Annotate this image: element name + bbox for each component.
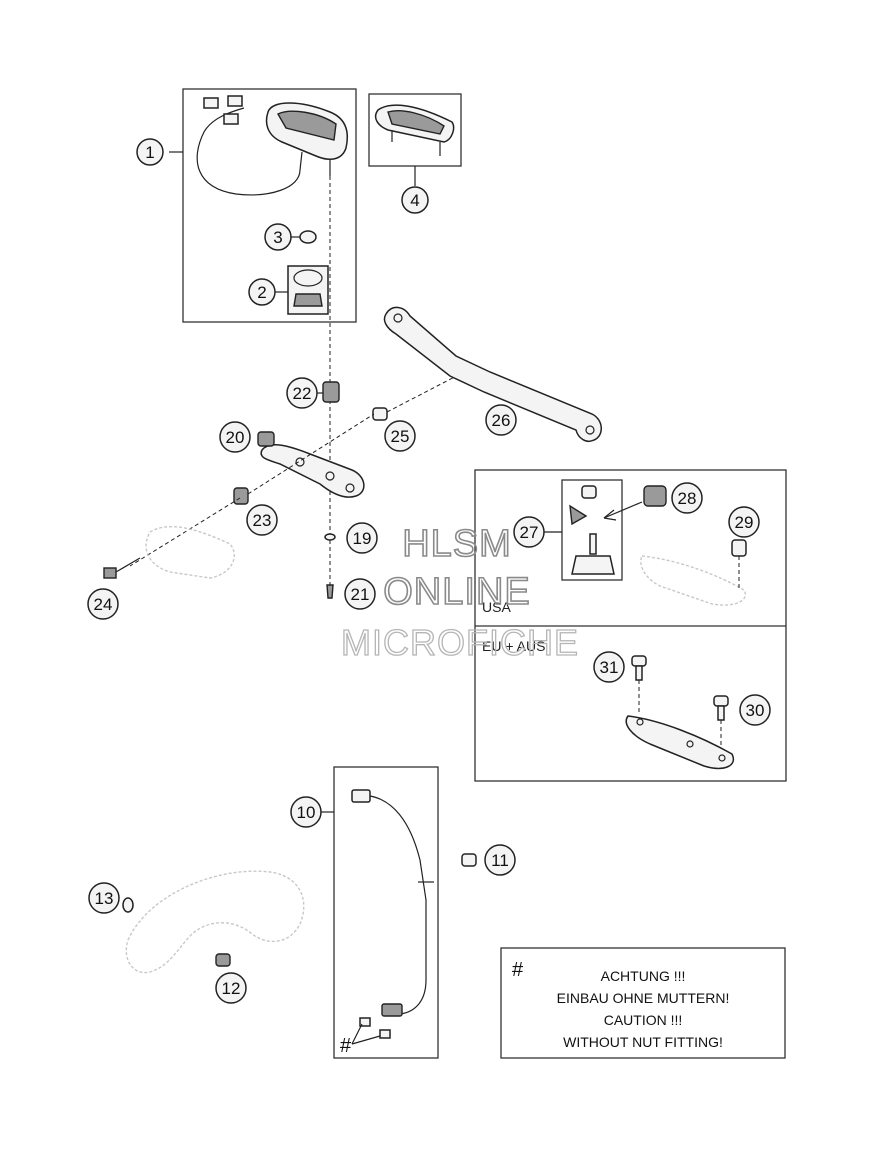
callout-number: 29: [735, 513, 754, 532]
screw-31-part: [631, 655, 647, 712]
callout-number: 24: [94, 595, 113, 614]
callout-31: 31: [593, 651, 625, 683]
callout-2: 2: [248, 278, 276, 306]
callout-number: 27: [520, 523, 539, 542]
note-box: [500, 947, 786, 1059]
callout-23: 23: [246, 504, 278, 536]
note-line-1: ACHTUNG !!!: [601, 968, 686, 984]
callout-number: 19: [353, 529, 372, 548]
callout-number: 30: [746, 701, 765, 720]
ghost-clamp-outline: [145, 525, 235, 579]
callout-22: 22: [286, 377, 318, 409]
callout-number: 3: [273, 228, 282, 247]
callout-26: 26: [485, 404, 517, 436]
callout-3: 3: [264, 223, 292, 251]
callout-number: 1: [145, 143, 154, 162]
note-line-2: EINBAU OHNE MUTTERN!: [557, 990, 730, 1006]
region-label-usa: USA: [482, 599, 511, 615]
callout-number: 26: [492, 411, 511, 430]
callout-1: 1: [136, 138, 164, 166]
cap-28-part: [603, 485, 667, 521]
callout-number: 10: [297, 803, 316, 822]
bushing-part: [233, 487, 249, 505]
callout-number: 21: [351, 585, 370, 604]
watermark-line-3: MICROFICHE: [341, 622, 579, 663]
bracket-kit-part: [374, 104, 455, 156]
callout-30: 30: [739, 694, 771, 726]
bolt-part: [103, 557, 141, 579]
spacer-part: [372, 407, 388, 421]
brake-disc-part: [125, 870, 305, 974]
callout-number: 23: [253, 511, 272, 530]
clip-part: [122, 897, 134, 913]
plate-eu-part: [625, 715, 735, 770]
callout-number: 25: [391, 427, 410, 446]
callout-number: 20: [226, 428, 245, 447]
callout-11: 11: [484, 844, 516, 876]
holder-bracket-part: [383, 306, 602, 442]
rubber-bushing-part: [322, 381, 340, 403]
callout-10: 10: [290, 796, 322, 828]
sensor-cable-part: [351, 789, 434, 1039]
cable-hash-mark: #: [340, 1035, 352, 1057]
callout-number: 12: [222, 979, 241, 998]
watermark-line-2: ONLINE: [383, 571, 530, 613]
callout-13: 13: [88, 882, 120, 914]
screw-30-part: [713, 695, 729, 752]
cap-29-part: [731, 539, 747, 590]
magnet-part: [215, 953, 231, 967]
ghost-plate-usa: [640, 555, 747, 606]
callout-number: 11: [491, 851, 509, 870]
clamp-holder-part: [257, 431, 365, 498]
callout-number: 28: [678, 489, 697, 508]
callout-24: 24: [87, 588, 119, 620]
note-line-3: CAUTION !!!: [604, 1012, 683, 1028]
callout-29: 29: [728, 506, 760, 538]
callout-28: 28: [671, 482, 703, 514]
note-hash-mark: #: [512, 959, 524, 981]
callout-number: 31: [600, 658, 619, 677]
callout-20: 20: [219, 421, 251, 453]
callout-number: 2: [257, 283, 266, 302]
sensor-nut-part: [461, 853, 477, 867]
callout-number: 13: [95, 889, 114, 908]
region-label-eu-aus: EU + AUS: [482, 638, 545, 654]
sensor-cable-frame: [333, 766, 439, 1059]
callout-4: 4: [401, 186, 429, 214]
callout-25: 25: [384, 420, 416, 452]
callout-19: 19: [346, 522, 378, 554]
washer-part: [324, 533, 336, 541]
note-line-4: WITHOUT NUT FITTING!: [563, 1034, 723, 1050]
callout-12: 12: [215, 972, 247, 1004]
screw-part: [326, 584, 334, 599]
seal-kit-part: [287, 265, 329, 315]
oring-part: [299, 230, 317, 244]
watermark-line-1: HLSM: [402, 523, 512, 565]
watermark: HLSM ONLINE MICROFICHE: [340, 522, 579, 663]
callout-21: 21: [344, 578, 376, 610]
callout-number: 22: [293, 384, 312, 403]
callout-number: 4: [410, 191, 419, 210]
ignition-lock-part: [561, 479, 623, 581]
speedometer-group-frame: [182, 88, 357, 323]
speedometer-part: [196, 95, 349, 196]
callout-27: 27: [513, 516, 545, 548]
